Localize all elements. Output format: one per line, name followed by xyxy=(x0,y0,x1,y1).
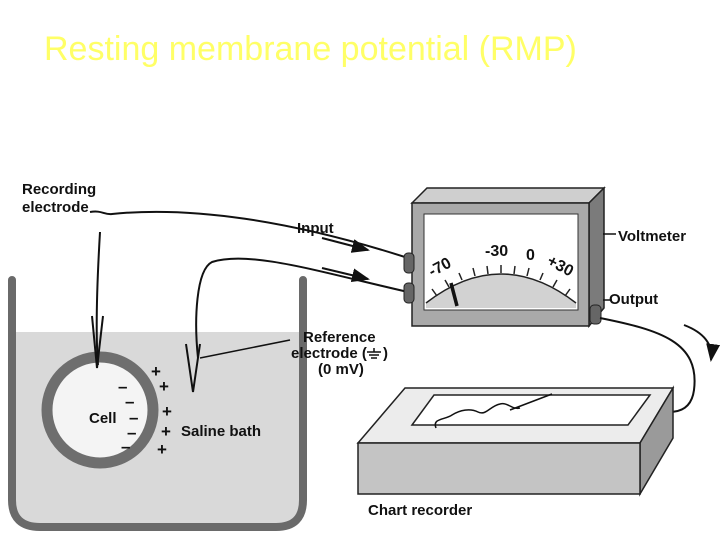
slide-title: Resting membrane potential (RMP) xyxy=(44,30,577,68)
recording-electrode-label: electrode xyxy=(22,199,89,216)
reference-zero-mv-label: (0 mV) xyxy=(318,361,364,378)
saline-bath-label: Saline bath xyxy=(181,423,261,440)
input-jack-2 xyxy=(403,282,415,304)
chart-pen-arm xyxy=(509,393,553,411)
dial-tick-0: 0 xyxy=(526,247,535,264)
chart-recorder xyxy=(356,385,675,497)
output-jack xyxy=(589,304,602,325)
negative-charge: – xyxy=(129,408,138,427)
recording-electrode-tip xyxy=(91,315,104,369)
input-arrows xyxy=(321,237,370,283)
recording-wire xyxy=(89,210,409,259)
input-jack-1 xyxy=(403,252,415,274)
positive-charge: + xyxy=(162,402,172,421)
output-label: Output xyxy=(609,291,658,308)
beaker-wall xyxy=(8,276,307,531)
negative-charge: – xyxy=(118,377,127,396)
reference-wire xyxy=(195,257,409,359)
dial-tick-minus-30: -30 xyxy=(485,243,508,260)
reference-electrode-label: electrode ( xyxy=(291,345,367,362)
reference-electrode-tip xyxy=(185,343,201,393)
voltmeter-needle xyxy=(449,282,459,307)
diagram-labels: Recording electrode Input Voltmeter Outp… xyxy=(22,181,686,519)
charge-signs: – – – – – + + + + + xyxy=(118,362,172,459)
negative-charge: – xyxy=(125,392,134,411)
chart-trace xyxy=(434,402,521,429)
negative-charge: – xyxy=(127,423,136,442)
voltmeter: -70 -30 0 +30 xyxy=(403,186,606,329)
input-label: Input xyxy=(297,220,334,237)
positive-charge: + xyxy=(159,377,169,396)
chart-recorder-label: Chart recorder xyxy=(368,502,472,519)
reference-electrode-label: Reference xyxy=(303,329,376,346)
positive-charge: + xyxy=(151,362,161,381)
electrode-wires xyxy=(89,210,409,393)
negative-charge: – xyxy=(121,437,130,456)
voltmeter-scale-band xyxy=(426,274,576,308)
chart-paper xyxy=(410,394,652,426)
cell xyxy=(41,351,159,469)
reference-electrode-label: ) xyxy=(383,345,388,362)
cell-label: Cell xyxy=(89,410,117,427)
recording-electrode-label: Recording xyxy=(22,181,96,198)
cell-membrane xyxy=(41,351,159,469)
positive-charge: + xyxy=(157,440,167,459)
voltmeter-scale-arc xyxy=(425,273,577,304)
leader-lines xyxy=(199,233,616,359)
positive-charge: + xyxy=(161,422,171,441)
voltmeter-label: Voltmeter xyxy=(618,228,686,245)
ground-symbol xyxy=(367,348,381,359)
